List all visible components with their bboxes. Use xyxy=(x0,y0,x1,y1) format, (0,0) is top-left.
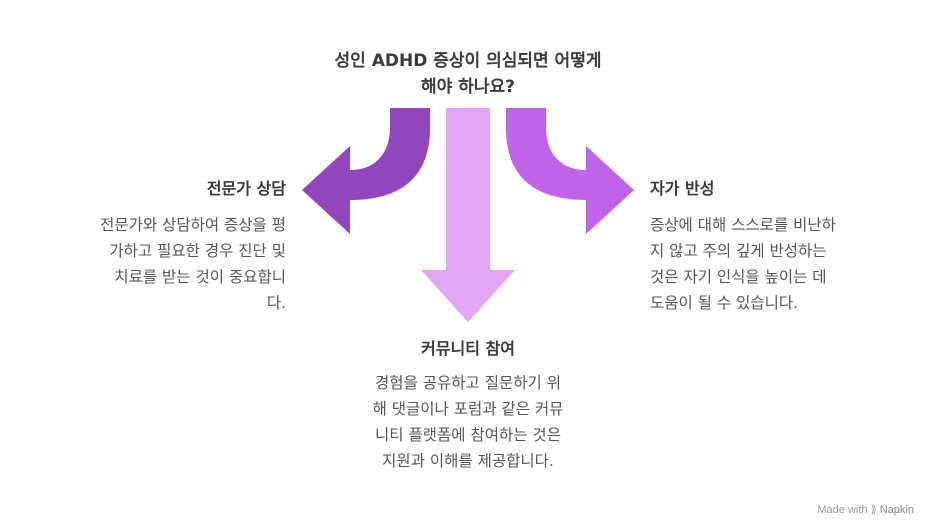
right-line: 도움이 될 수 있습니다. xyxy=(650,294,799,312)
right-heading: 자가 반성 xyxy=(650,179,715,198)
bottom-heading: 커뮤니티 참여 xyxy=(421,339,515,358)
title-line-2: 해야 하나요? xyxy=(421,77,515,97)
footer-credit: Made with ⟫ Napkin xyxy=(817,503,914,516)
bottom-line: 지원과 이해를 제공합니다. xyxy=(382,452,554,470)
right-arrow xyxy=(506,108,634,234)
left-heading: 전문가 상담 xyxy=(206,179,286,198)
left-line: 치료를 받는 것이 중요합니 xyxy=(114,268,286,286)
right-line: 지 않고 주의 깊게 반성하는 xyxy=(650,242,827,260)
left-line: 전문가와 상담하여 증상을 평 xyxy=(100,216,286,234)
bottom-line: 해 댓글이나 포럼과 같은 커뮤 xyxy=(372,400,564,418)
diagram-title: 성인 ADHD 증상이 의심되면 어떻게 해야 하나요? xyxy=(268,48,668,100)
left-description: 전문가와 상담하여 증상을 평 가하고 필요한 경우 진단 및 치료를 받는 것… xyxy=(20,212,286,316)
left-arrow xyxy=(302,108,430,234)
right-line: 것은 자기 인식을 높이는 데 xyxy=(650,268,827,286)
right-line: 증상에 대해 스스로를 비난하 xyxy=(650,216,836,234)
brand-name: Napkin xyxy=(879,504,914,516)
napkin-logo-icon: ⟫ xyxy=(870,504,877,516)
right-description: 증상에 대해 스스로를 비난하 지 않고 주의 깊게 반성하는 것은 자기 인식… xyxy=(650,212,910,316)
bottom-description: 경험을 공유하고 질문하기 위 해 댓글이나 포럼과 같은 커뮤 니티 플랫폼에… xyxy=(318,370,618,474)
bottom-line: 니티 플랫폼에 참여하는 것은 xyxy=(375,426,561,444)
made-with-label: Made with xyxy=(817,504,868,516)
left-line: 다. xyxy=(266,294,286,312)
center-arrow xyxy=(421,108,515,322)
bottom-line: 경험을 공유하고 질문하기 위 xyxy=(375,374,561,392)
left-line: 가하고 필요한 경우 진단 및 xyxy=(109,242,286,260)
title-line-1: 성인 ADHD 증상이 의심되면 어떻게 xyxy=(334,51,602,71)
